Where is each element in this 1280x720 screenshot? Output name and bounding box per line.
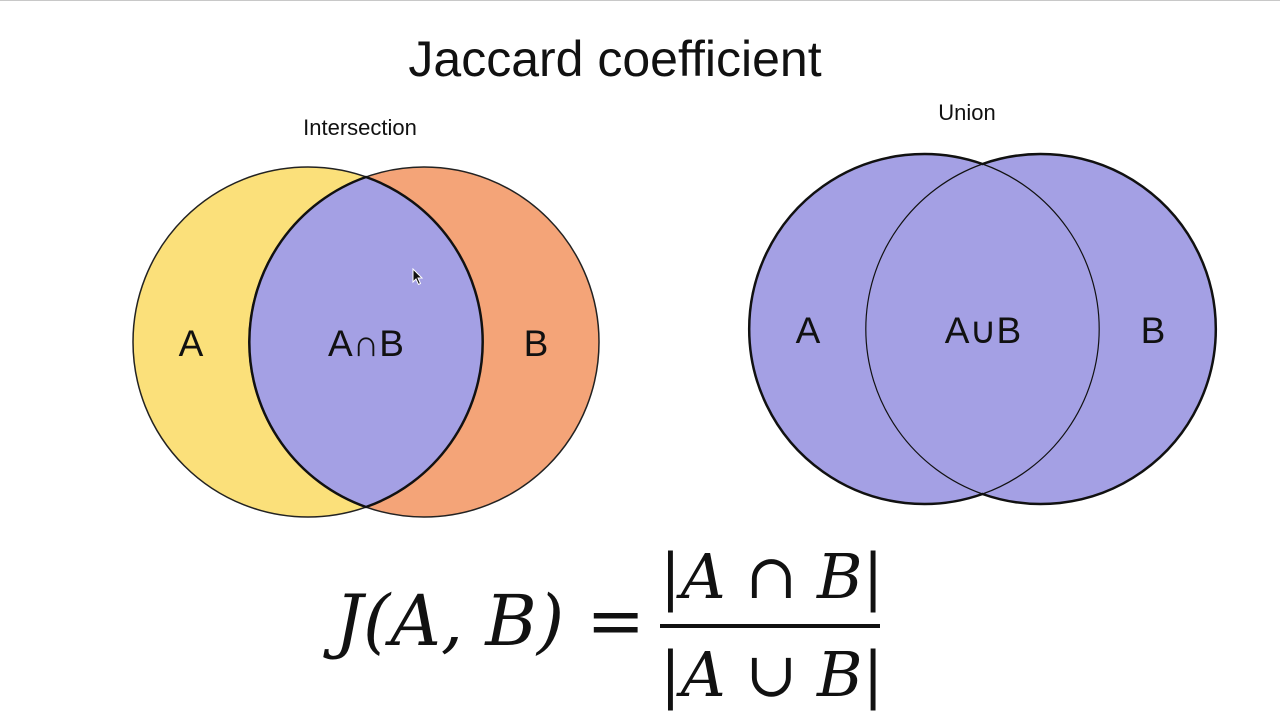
intersection-label-b: B	[524, 323, 549, 364]
intersection-outline	[248, 175, 484, 509]
fraction-bar	[660, 624, 880, 628]
union-venn: A A∪B B	[748, 152, 1217, 506]
mouse-pointer-icon	[412, 268, 424, 286]
formula-denominator: |A ∪ B|	[660, 638, 884, 711]
formula-numerator: |A ∩ B|	[660, 540, 884, 613]
intersection-label-a: A	[179, 323, 204, 364]
union-label-b: B	[1141, 310, 1166, 351]
union-inner-arc-a	[982, 163, 1100, 495]
union-label-a: A	[796, 310, 821, 351]
intersection-venn: A A∩B B	[132, 166, 600, 518]
intersection-region	[249, 167, 483, 517]
jaccard-formula: J(A, B) = |A ∩ B| |A ∪ B|	[335, 540, 895, 715]
union-inner-arc-b	[865, 163, 983, 495]
union-heading: Union	[938, 100, 996, 125]
page-title: Jaccard coefficient	[408, 31, 822, 87]
top-rule	[0, 0, 1280, 1]
intersection-label-ab: A∩B	[328, 323, 404, 364]
union-set-b-fill	[866, 154, 1216, 504]
formula-lhs: J(A, B) =	[335, 580, 646, 662]
union-label-ab: A∪B	[945, 310, 1021, 351]
intersection-heading: Intersection	[303, 115, 417, 140]
